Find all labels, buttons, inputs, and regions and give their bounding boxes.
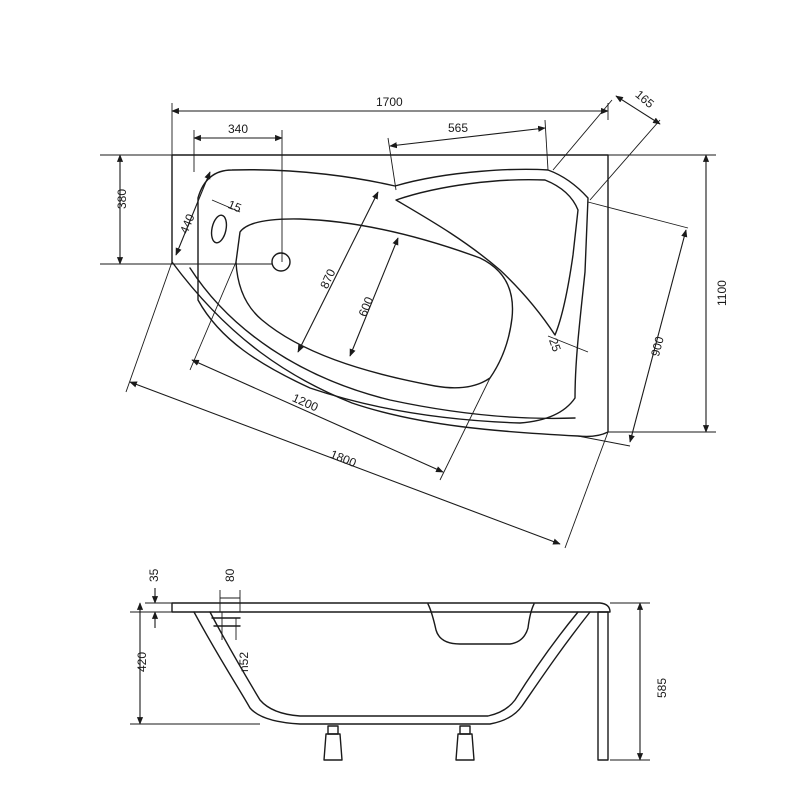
dim-165: 165 [552, 87, 661, 201]
tub-body [193, 611, 591, 725]
label-80: 80 [223, 568, 237, 582]
foot-left [323, 725, 343, 761]
backrest [395, 178, 579, 336]
label-900: 900 [648, 335, 667, 358]
label-1700: 1700 [376, 95, 403, 109]
dim-1700: 1700 [171, 95, 609, 155]
dim-35: 35 [145, 568, 172, 628]
dim-1100: 1100 [608, 154, 729, 433]
label-565: 565 [448, 121, 468, 135]
dim-15: 15 [211, 197, 244, 215]
label-440: 440 [177, 212, 198, 236]
dim-n52: n52 [221, 612, 251, 672]
label-870: 870 [317, 267, 338, 291]
rim-top [171, 602, 611, 613]
dim-585: 585 [610, 602, 669, 761]
label-340: 340 [228, 122, 248, 136]
dim-1200: 1200 [189, 261, 491, 481]
foot-right [455, 725, 475, 761]
dim-420: 420 [130, 602, 260, 725]
label-n52: n52 [237, 652, 251, 672]
inner-basin [209, 611, 579, 717]
label-420: 420 [135, 652, 149, 672]
label-25: 25 [546, 336, 564, 354]
side-view: 35 80 n52 420 585 [130, 568, 669, 761]
top-view: 1700 340 565 165 380 440 [100, 87, 729, 549]
dim-80: 80 [219, 568, 241, 612]
dim-900: 900 [577, 201, 689, 447]
dim-870: 870 [297, 191, 379, 353]
label-585: 585 [655, 678, 669, 698]
side-panel [597, 611, 609, 761]
drain-hole [271, 252, 291, 272]
headrest-notch [427, 603, 535, 645]
dim-380: 380 [100, 154, 272, 265]
dim-440: 440 [175, 171, 211, 256]
dim-25: 25 [546, 335, 589, 354]
label-1100: 1100 [715, 280, 729, 306]
label-165: 165 [633, 87, 658, 111]
dim-600: 600 [349, 237, 399, 357]
inner-rim [197, 168, 589, 424]
label-380: 380 [115, 189, 129, 209]
label-15: 15 [226, 197, 244, 215]
label-1800: 1800 [328, 447, 358, 470]
outer-rim [171, 154, 609, 438]
dim-340: 340 [193, 122, 283, 262]
dim-565: 565 [387, 119, 549, 191]
overflow-hole [210, 214, 228, 244]
label-35: 35 [147, 568, 161, 582]
